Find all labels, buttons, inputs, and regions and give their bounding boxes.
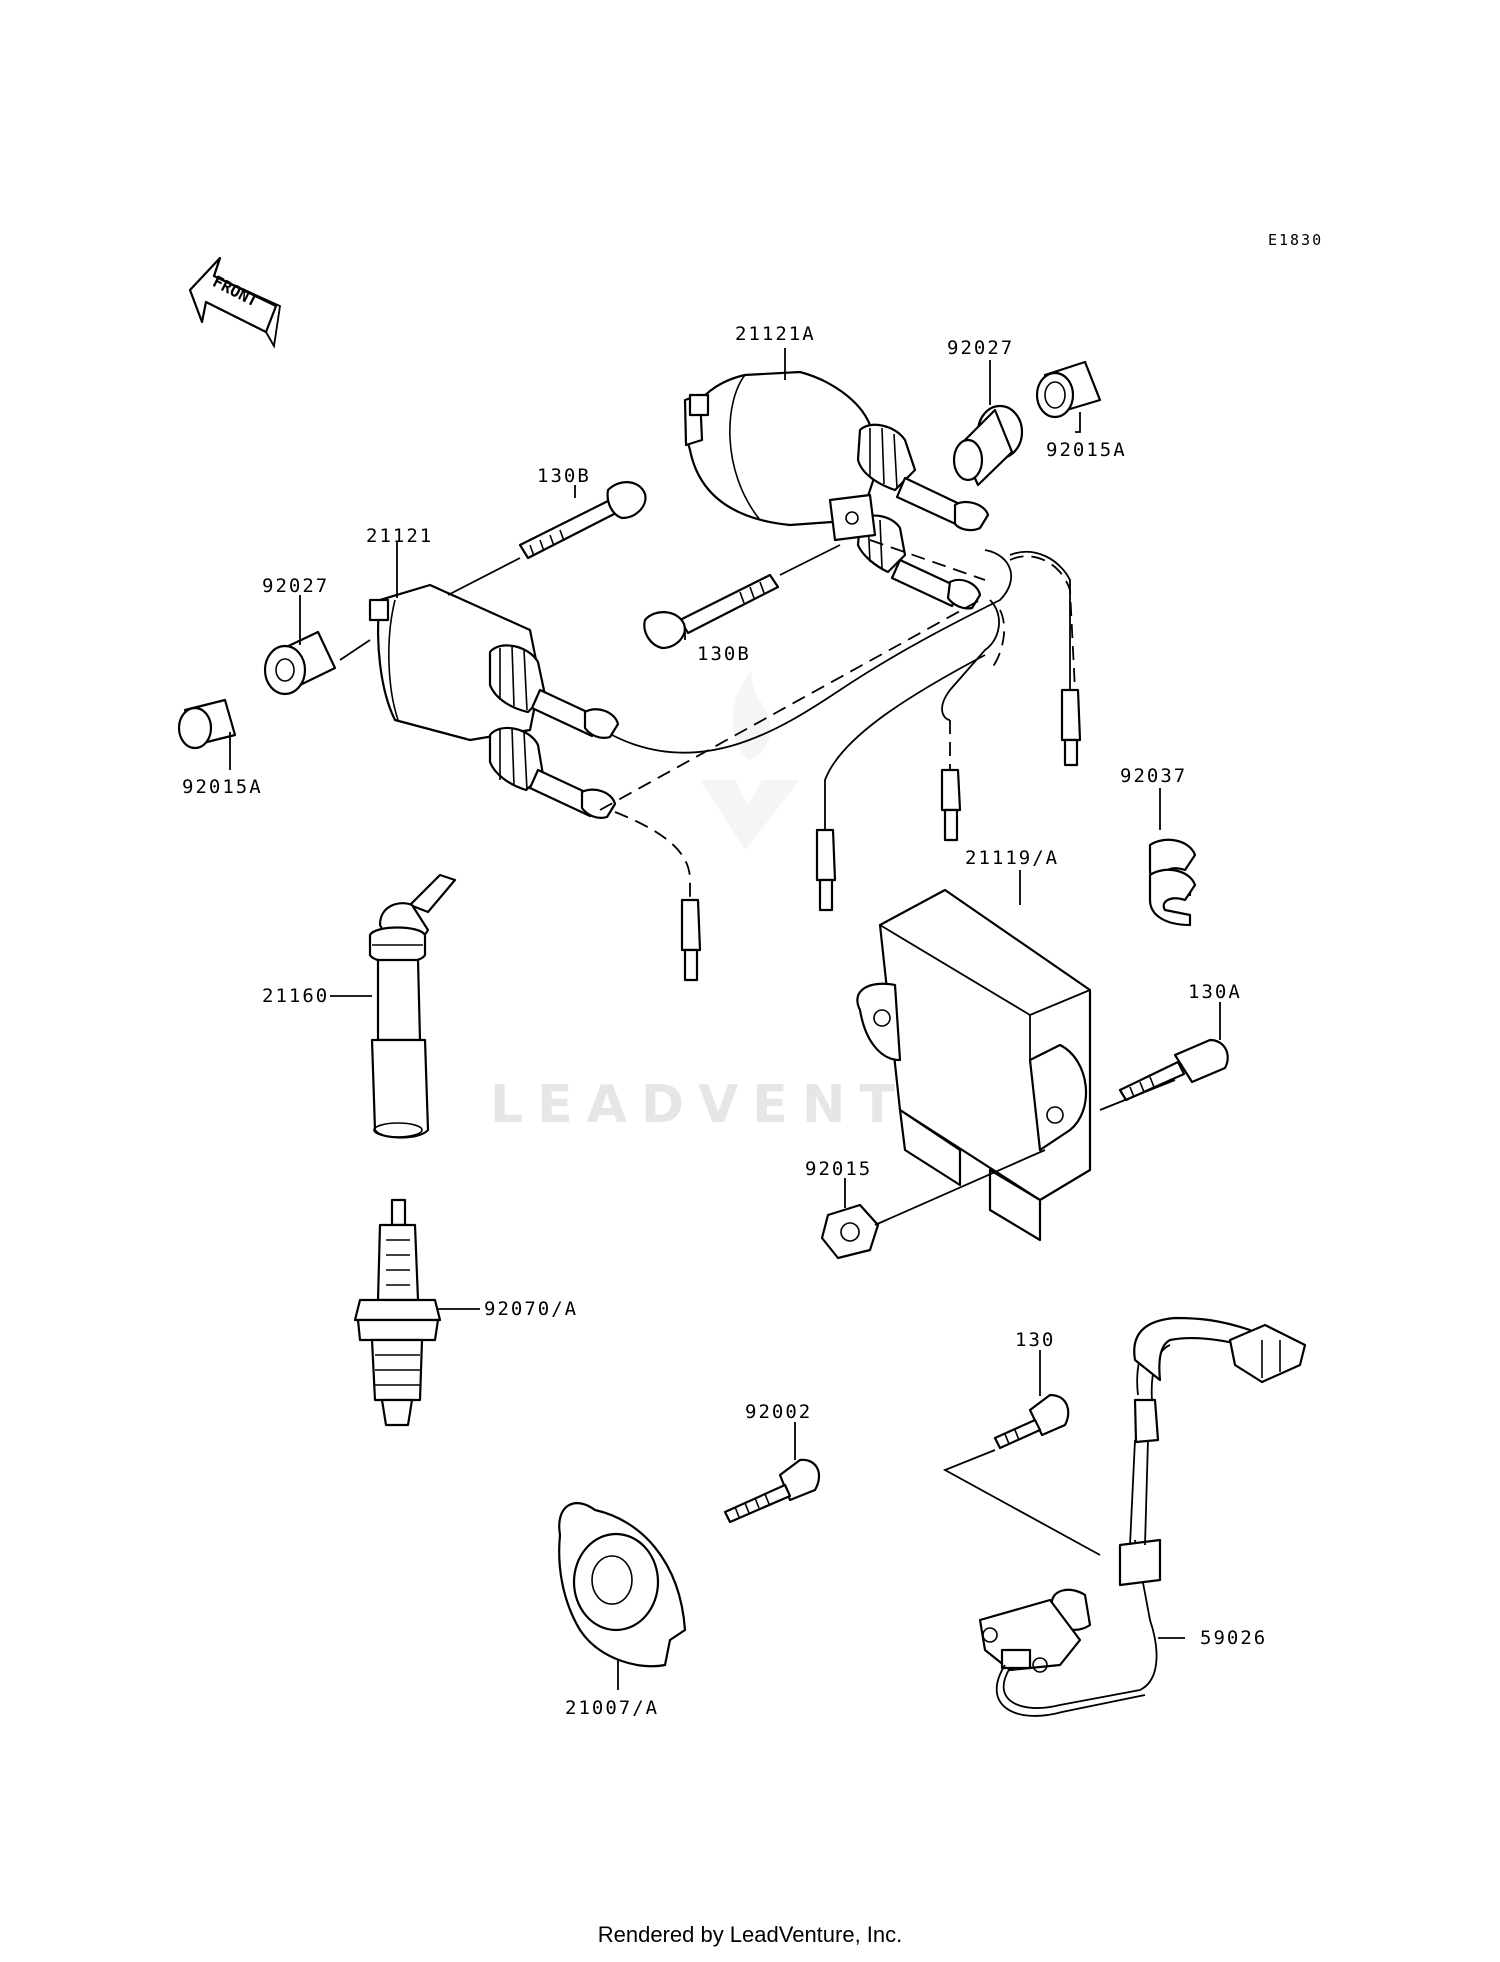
bolt-130 — [993, 1393, 1070, 1450]
label-92070a: 92070/A — [484, 1298, 578, 1320]
bolt-130b-lower — [643, 573, 780, 650]
label-92002: 92002 — [745, 1401, 812, 1423]
label-21160: 21160 — [262, 985, 329, 1007]
watermark-logo — [700, 670, 800, 850]
part-labels: 21121A 92027 92015A 130B 21121 130B 9202… — [182, 323, 1267, 1719]
bolt-130b-upper — [518, 481, 647, 560]
label-130b-upper: 130B — [537, 465, 591, 487]
ignition-coil-lower — [368, 583, 620, 819]
cap-92027-left — [263, 630, 337, 696]
label-21119a: 21119/A — [965, 847, 1059, 869]
seal-92015a-left — [177, 698, 237, 750]
label-21121a: 21121A — [735, 323, 816, 345]
front-arrow: FRONT — [188, 256, 281, 349]
leader-lines — [229, 348, 1221, 1690]
diagram-code: E1830 — [1268, 231, 1323, 249]
label-130: 130 — [1015, 1329, 1055, 1351]
label-21121: 21121 — [366, 525, 433, 547]
ignition-coil-upper — [683, 370, 990, 610]
pickup-coil-59026 — [942, 1316, 1307, 1717]
spark-plug-92070 — [353, 1198, 442, 1427]
label-130a: 130A — [1188, 981, 1242, 1003]
seal-92015a-top — [1035, 360, 1102, 419]
nut-92015 — [820, 1203, 880, 1260]
igniter-21119 — [856, 888, 1092, 1242]
label-92027-top: 92027 — [947, 337, 1014, 359]
label-92015a-left: 92015A — [182, 776, 263, 798]
cap-92027-top — [952, 404, 1024, 487]
footer-credit: Rendered by LeadVenture, Inc. — [597, 1922, 903, 1947]
label-92015a-top: 92015A — [1046, 439, 1127, 461]
label-92037: 92037 — [1120, 765, 1187, 787]
timing-rotor-21007 — [558, 1502, 687, 1668]
bolt-92002 — [723, 1458, 821, 1524]
label-59026: 59026 — [1200, 1627, 1267, 1649]
clamp-92037 — [1148, 838, 1197, 927]
label-92015: 92015 — [805, 1158, 872, 1180]
label-130b-lower: 130B — [697, 643, 751, 665]
bolt-130a — [1118, 1038, 1229, 1102]
spark-plug-cap-21160 — [368, 873, 457, 1139]
label-92027-left: 92027 — [262, 575, 329, 597]
label-21007a: 21007/A — [565, 1697, 659, 1719]
wire-terminals — [680, 688, 1082, 982]
